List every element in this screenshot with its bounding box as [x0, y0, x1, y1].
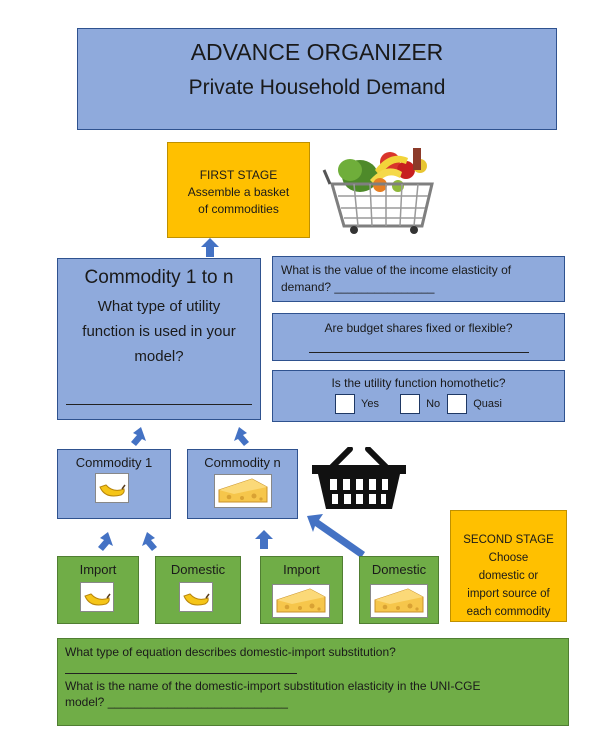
quasi-label: Quasi — [473, 397, 502, 410]
cheese-icon — [272, 584, 330, 618]
cheese-icon — [214, 474, 272, 508]
income-elasticity-box: What is the value of the income elastici… — [272, 256, 565, 302]
second-stage-label: SECOND STAGE — [463, 534, 554, 546]
arrow-up-first-stage — [201, 238, 219, 257]
commodity-n-label: Commodity n — [204, 455, 281, 470]
no-checkbox[interactable] — [400, 394, 421, 414]
first-stage-text-1: Assemble a basket — [187, 185, 290, 199]
arrow-up-commodity-n — [234, 427, 249, 446]
budget-shares-question: Are budget shares fixed or flexible? — [324, 321, 513, 335]
yes-checkbox[interactable] — [335, 394, 356, 414]
budget-shares-box: Are budget shares fixed or flexible? — [272, 313, 565, 361]
import-label-1: Import — [79, 562, 117, 577]
utility-question-3: model? — [134, 348, 184, 365]
banana-icon — [179, 582, 213, 612]
second-stage-text-3: import source of — [467, 588, 550, 600]
budget-shares-answer-line[interactable] — [309, 352, 529, 353]
second-stage-text-1: Choose — [488, 552, 529, 564]
page-subtitle: Private Household Demand — [188, 76, 446, 99]
no-label: No — [426, 397, 441, 410]
banana-icon — [80, 582, 114, 612]
domestic-label-n: Domestic — [371, 562, 427, 577]
quasi-checkbox[interactable] — [447, 394, 468, 414]
domestic-label-1: Domestic — [170, 562, 226, 577]
first-stage-box: FIRST STAGE Assemble a basket of commodi… — [167, 142, 310, 238]
first-stage-text-2: of commodities — [198, 202, 279, 216]
utility-question-1: What type of utility — [97, 298, 221, 315]
homothetic-options: Yes No Quasi — [273, 394, 564, 414]
elasticity-answer[interactable]: model? ___________________________ — [65, 695, 288, 709]
homothetic-question: Is the utility function homothetic? — [331, 376, 506, 390]
equation-answer-line[interactable] — [65, 659, 297, 674]
arrow-up-domestic-1 — [142, 532, 157, 551]
cheese-icon — [370, 584, 428, 618]
income-elasticity-question: What is the value of the income elastici… — [281, 263, 512, 277]
arrow-up-import-1 — [98, 532, 113, 551]
yes-label: Yes — [361, 397, 379, 410]
first-stage-label: FIRST STAGE — [199, 168, 278, 182]
income-elasticity-answer[interactable]: demand? _______________ — [281, 280, 435, 294]
commodity-range-box: Commodity 1 to n What type of utility fu… — [57, 258, 261, 420]
header-box: ADVANCE ORGANIZER Private Household Dema… — [77, 28, 557, 130]
second-stage-text-2: domestic or — [478, 570, 539, 582]
second-stage-box: SECOND STAGE Choose domestic or import s… — [450, 510, 567, 622]
import-label-n: Import — [283, 562, 320, 577]
substitution-questions-box: What type of equation describes domestic… — [57, 638, 569, 726]
equation-question: What type of equation describes domestic… — [65, 645, 396, 659]
utility-answer-line[interactable] — [66, 404, 252, 405]
homothetic-box: Is the utility function homothetic? Yes … — [272, 370, 565, 422]
shopping-basket-icon — [312, 447, 406, 509]
elasticity-question: What is the name of the domestic-import … — [65, 679, 481, 693]
banana-icon — [95, 473, 129, 503]
grocery-basket-image — [322, 148, 434, 234]
utility-question-2: function is used in your — [82, 323, 236, 340]
arrow-up-import-n — [255, 530, 273, 549]
commodity-1-label: Commodity 1 — [75, 455, 153, 470]
page-title: ADVANCE ORGANIZER — [190, 39, 444, 65]
commodity-range-title: Commodity 1 to n — [84, 267, 234, 288]
second-stage-text-4: each commodity — [466, 606, 551, 618]
arrow-up-commodity-1 — [131, 427, 146, 446]
arrow-up-domestic-n — [307, 514, 365, 558]
